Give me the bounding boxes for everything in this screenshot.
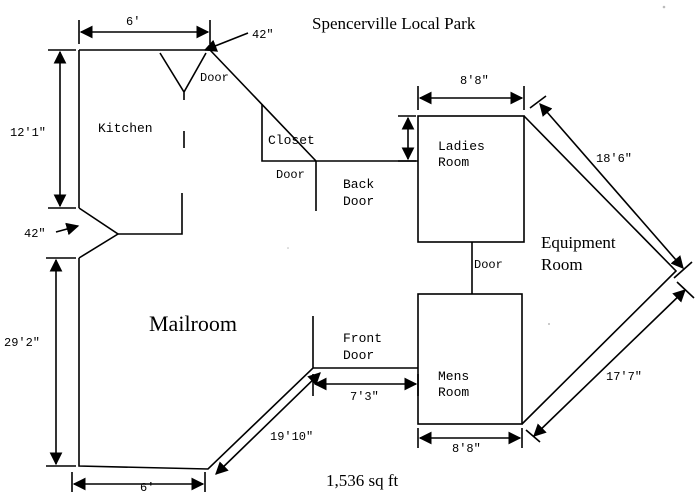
- kitchen-door-label: Door: [200, 71, 229, 85]
- closet-wall: [261, 104, 316, 162]
- top-door-width-label: 42": [252, 28, 274, 42]
- front-door-label-1: Front: [343, 331, 382, 346]
- mens-room-label-2: Room: [438, 385, 469, 400]
- side-door-pointer: [55, 222, 80, 236]
- back-door-label-2: Door: [343, 194, 374, 209]
- front-passage-label: 7'3": [350, 390, 379, 404]
- lower-diagonal-dimension: [215, 372, 321, 475]
- lower-right-diagonal-label: 17'7": [606, 370, 642, 384]
- equipment-room-label-2: Room: [541, 255, 583, 274]
- ladies-width-label: 8'8": [460, 74, 489, 88]
- back-door-label-1: Back: [343, 177, 374, 192]
- kitchen-label: Kitchen: [98, 121, 153, 136]
- equipment-room-label-1: Equipment: [541, 233, 616, 252]
- bottom-width-label: 6': [140, 481, 154, 495]
- walls: [78, 49, 678, 470]
- ladies-room-label-2: Room: [438, 155, 469, 170]
- side-door-width-label: 42": [24, 227, 46, 241]
- ladies-room-walls: [417, 115, 525, 243]
- front-door-label-2: Door: [343, 348, 374, 363]
- restroom-door-label: Door: [474, 258, 503, 272]
- upper-right-diagonal-dimension: [539, 103, 684, 269]
- area-label: 1,536 sq ft: [326, 471, 399, 490]
- mens-room-label-1: Mens: [438, 369, 469, 384]
- mens-width-label: 8'8": [452, 442, 481, 456]
- closet-door-label: Door: [276, 168, 305, 182]
- mens-room-walls: [417, 293, 523, 425]
- ladies-room-label-1: Ladies: [438, 139, 485, 154]
- lower-diagonal-label: 19'10": [270, 430, 313, 444]
- kitchen-door-swing: [159, 52, 207, 100]
- side-door-swing: [78, 207, 120, 259]
- top-door-pointer: [203, 32, 249, 52]
- outer-wall: [78, 49, 418, 470]
- top-width-label: 6': [126, 15, 140, 29]
- closet-label: Closet: [268, 133, 315, 148]
- upper-right-diagonal-label: 18'6": [596, 152, 632, 166]
- lower-right-diagonal-dimension: [533, 289, 686, 437]
- plan-title: Spencerville Local Park: [312, 14, 476, 33]
- kitchen-height-label: 12'1": [10, 126, 46, 140]
- mailroom-label: Mailroom: [149, 311, 237, 336]
- mailroom-height-label: 29'2": [4, 336, 40, 350]
- dimension-lines: [46, 20, 695, 492]
- kitchen-wall: [118, 131, 185, 235]
